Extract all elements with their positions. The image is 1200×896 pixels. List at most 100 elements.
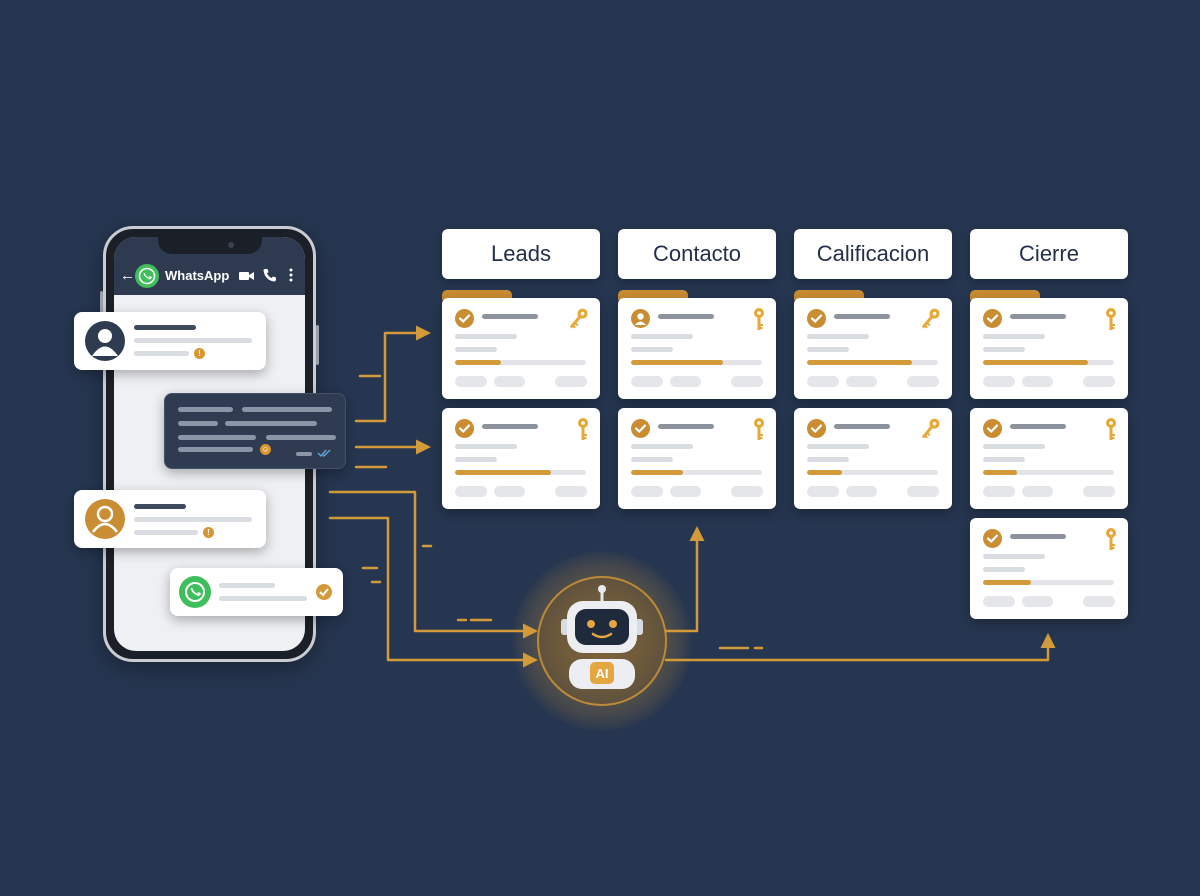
text-placeholder <box>631 347 673 352</box>
text-placeholder <box>631 444 693 449</box>
lead-card[interactable] <box>970 518 1128 619</box>
progress-bar <box>807 360 938 365</box>
text-placeholder <box>455 457 497 462</box>
lead-card[interactable] <box>442 298 600 399</box>
tag-pill <box>983 486 1015 497</box>
text-placeholder <box>983 567 1025 572</box>
tag-pill <box>494 486 525 497</box>
lead-card[interactable] <box>618 408 776 509</box>
text-placeholder <box>1010 534 1066 539</box>
column-header-leads: Leads <box>442 229 600 279</box>
chat-card-contact-1[interactable]: ! <box>74 312 266 370</box>
app-title: WhatsApp <box>165 268 230 283</box>
tag-pill <box>631 376 663 387</box>
lead-card[interactable] <box>794 298 952 399</box>
key-angled-icon <box>918 307 942 336</box>
text-placeholder <box>807 444 869 449</box>
phone-icon[interactable] <box>263 268 276 287</box>
lead-card[interactable] <box>618 298 776 399</box>
text-placeholder <box>658 314 714 319</box>
progress-fill <box>631 470 684 475</box>
lead-card[interactable] <box>794 408 952 509</box>
arrow-left-icon[interactable]: ← <box>120 267 135 284</box>
tag-pill <box>455 486 487 497</box>
check-icon <box>983 309 1002 328</box>
key-angled-icon <box>918 417 942 446</box>
tag-pill <box>670 376 701 387</box>
lead-card[interactable] <box>442 408 600 509</box>
progress-fill <box>983 580 1032 585</box>
chat-card-message[interactable]: ☺ <box>164 393 346 469</box>
key-upright-icon <box>1104 527 1118 556</box>
arrow-to-ai-1 <box>328 490 538 639</box>
progress-bar <box>455 360 586 365</box>
progress-bar <box>631 360 762 365</box>
tag-pill <box>555 376 587 387</box>
tag-pill <box>1083 376 1115 387</box>
column-tab <box>442 290 512 300</box>
whatsapp-icon <box>179 576 211 608</box>
text-placeholder <box>1010 424 1066 429</box>
tag-pill <box>907 486 939 497</box>
check-icon <box>631 419 650 438</box>
text-placeholder <box>455 347 497 352</box>
column-tab <box>794 290 864 300</box>
text-placeholder <box>834 314 890 319</box>
user-icon <box>631 309 650 328</box>
progress-fill <box>983 360 1088 365</box>
phone-side-button <box>100 291 103 313</box>
whatsapp-icon <box>135 264 159 288</box>
check-icon <box>455 419 474 438</box>
arrow-to-ai-2 <box>328 516 538 668</box>
text-placeholder <box>807 347 849 352</box>
text-placeholder <box>455 444 517 449</box>
tag-pill <box>670 486 701 497</box>
video-icon[interactable] <box>239 269 254 287</box>
key-upright-icon <box>1104 417 1118 446</box>
key-upright-icon <box>576 417 590 446</box>
progress-fill <box>807 360 912 365</box>
emoji-icon: ☺ <box>260 444 271 455</box>
check-icon <box>983 419 1002 438</box>
progress-bar <box>983 360 1114 365</box>
text-placeholder <box>631 334 693 339</box>
progress-bar <box>631 470 762 475</box>
text-placeholder <box>807 457 849 462</box>
column-header-contacto: Contacto <box>618 229 776 279</box>
text-placeholder <box>1010 314 1066 319</box>
text-placeholder <box>658 424 714 429</box>
menu-dots-icon[interactable] <box>289 268 293 287</box>
tag-pill <box>846 376 877 387</box>
tag-pill <box>807 486 839 497</box>
progress-bar <box>807 470 938 475</box>
column-tab <box>618 290 688 300</box>
lead-card[interactable] <box>970 408 1128 509</box>
chat-card-whatsapp[interactable] <box>170 568 343 616</box>
text-placeholder <box>834 424 890 429</box>
progress-fill <box>455 470 551 475</box>
text-placeholder <box>807 334 869 339</box>
text-placeholder <box>983 554 1045 559</box>
chat-card-contact-2[interactable]: ! <box>74 490 266 548</box>
text-placeholder <box>631 457 673 462</box>
progress-bar <box>983 580 1114 585</box>
tag-pill <box>731 376 763 387</box>
phone-notch <box>157 237 262 254</box>
tag-pill <box>1022 376 1053 387</box>
tag-pill <box>983 376 1015 387</box>
column-header-cierre: Cierre <box>970 229 1128 279</box>
key-angled-icon <box>566 307 590 336</box>
tag-pill <box>1022 596 1053 607</box>
phone-power-button <box>316 325 319 365</box>
text-placeholder <box>455 334 517 339</box>
check-icon <box>983 529 1002 548</box>
tag-pill <box>807 376 839 387</box>
check-icon <box>807 419 826 438</box>
progress-bar <box>455 470 586 475</box>
progress-fill <box>455 360 501 365</box>
progress-fill <box>807 470 843 475</box>
progress-fill <box>983 470 1018 475</box>
arrow-to-leads-1 <box>354 325 431 423</box>
lead-card[interactable] <box>970 298 1128 399</box>
